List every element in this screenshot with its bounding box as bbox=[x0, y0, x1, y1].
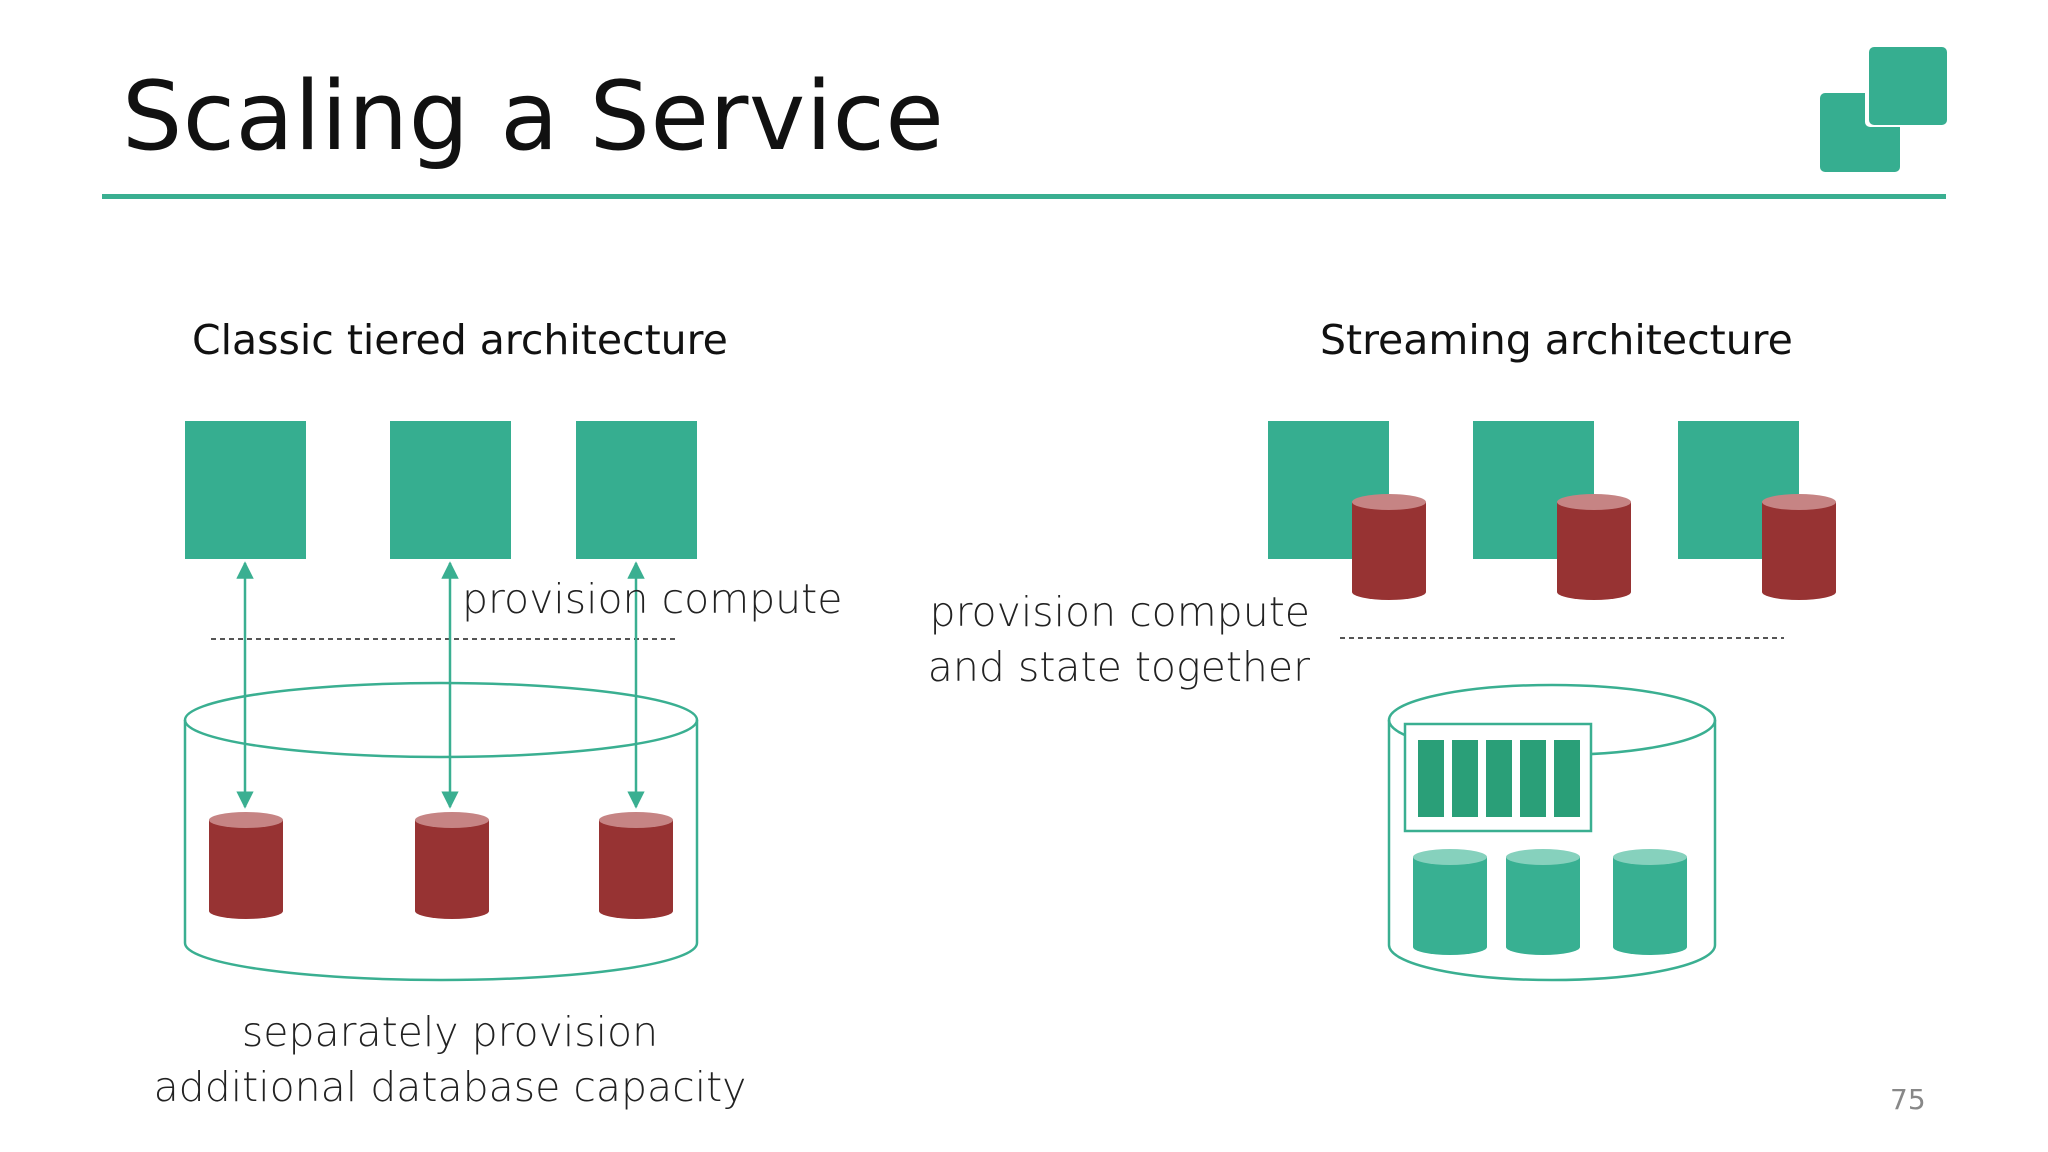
logo-icon bbox=[1820, 44, 1949, 172]
classic-architecture-heading: Classic tiered architecture bbox=[192, 316, 728, 364]
database-shard-icon bbox=[415, 812, 489, 919]
provision-compute-and-state-label: provision compute and state together bbox=[927, 588, 1310, 691]
slide-title: Scaling a Service bbox=[122, 62, 945, 172]
page-number: 75 bbox=[1890, 1083, 1926, 1116]
compute-node-icon bbox=[390, 421, 511, 559]
log-segment-icon bbox=[1418, 740, 1580, 817]
provision-compute-label: provision compute bbox=[462, 575, 843, 623]
streaming-architecture-heading: Streaming architecture bbox=[1320, 316, 1793, 364]
compute-node-icon bbox=[576, 421, 697, 559]
database-container-icon bbox=[183, 681, 699, 982]
local-state-cylinder-icon bbox=[1557, 494, 1631, 600]
compute-node-icon bbox=[185, 421, 306, 559]
title-divider bbox=[102, 194, 1946, 199]
database-shard-icon bbox=[209, 812, 283, 919]
local-state-cylinder-icon bbox=[1352, 494, 1426, 600]
local-state-cylinder-icon bbox=[1762, 494, 1836, 600]
state-cylinder-icon bbox=[1506, 849, 1580, 955]
state-cylinder-icon bbox=[1613, 849, 1687, 955]
state-cylinder-icon bbox=[1413, 849, 1487, 955]
provision-database-capacity-label: separately provision additional database… bbox=[153, 1008, 747, 1111]
database-shard-icon bbox=[599, 812, 673, 919]
